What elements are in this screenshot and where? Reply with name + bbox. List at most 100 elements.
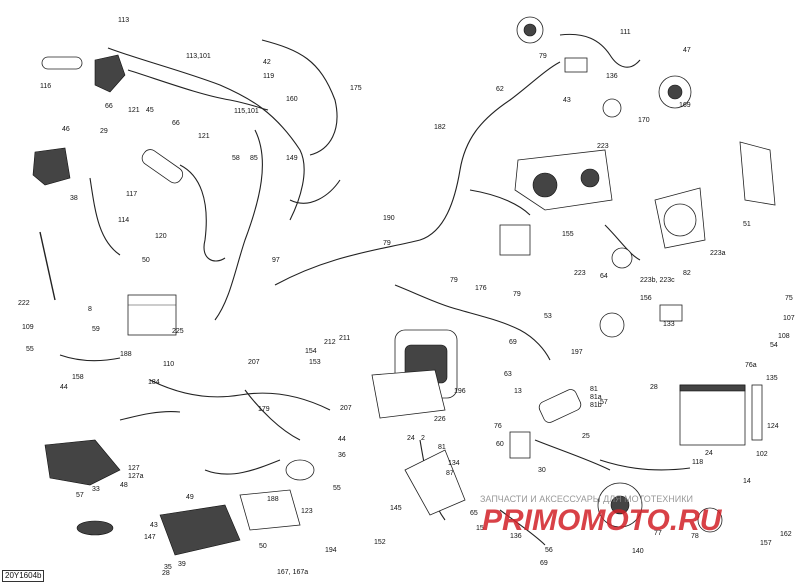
- callout-123: 123: [301, 508, 313, 515]
- callout-158: 158: [72, 374, 84, 381]
- callout-197: 197: [571, 349, 583, 356]
- watermark-logo: PRIMOMOTO.RU: [482, 504, 723, 537]
- callout-81: 81: [590, 386, 598, 393]
- callout-50: 50: [259, 543, 267, 550]
- callout-44: 44: [60, 384, 68, 391]
- sensor-157: [697, 507, 723, 533]
- callout-102: 102: [756, 451, 768, 458]
- headlight-lens: [739, 141, 776, 206]
- callout-136: 136: [606, 73, 618, 80]
- callout-207: 207: [340, 405, 352, 412]
- battery-strap-102: [751, 384, 763, 441]
- callout-51: 51: [743, 221, 751, 228]
- callout-120: 120: [155, 233, 167, 240]
- callout-30: 30: [538, 467, 546, 474]
- callout-35: 35: [164, 564, 172, 571]
- callout-15: 15: [476, 525, 484, 532]
- antenna: [39, 231, 56, 301]
- callout-78: 78: [691, 533, 699, 540]
- callout-222: 222: [18, 300, 30, 307]
- callout-79: 79: [513, 291, 521, 298]
- callout-162: 162: [780, 531, 792, 538]
- tweeter-170: [602, 98, 622, 118]
- callout-121: 121: [128, 107, 140, 114]
- callout-114: 114: [118, 217, 129, 224]
- callout-147: 147: [144, 534, 156, 541]
- callout-127a: 127a: [128, 473, 144, 480]
- callout-167-167a: 167, 167a: [277, 569, 308, 576]
- callout-63: 63: [504, 371, 512, 378]
- callout-207: 207: [248, 359, 260, 366]
- callout-82: 82: [683, 270, 691, 277]
- callout-42: 42: [263, 59, 271, 66]
- callout-60: 60: [496, 441, 504, 448]
- callout-135: 135: [766, 375, 778, 382]
- callout-107: 107: [783, 315, 795, 322]
- callout-188: 188: [267, 496, 279, 503]
- callout-76: 76: [494, 423, 502, 430]
- callout-160: 160: [286, 96, 298, 103]
- module-136: [564, 57, 588, 73]
- callout-85: 85: [250, 155, 258, 162]
- callout-121: 121: [198, 133, 210, 140]
- callout-225: 225: [172, 328, 184, 335]
- callout-179: 179: [258, 406, 270, 413]
- callout-55: 55: [333, 485, 341, 492]
- callout-39: 39: [178, 561, 186, 568]
- left-switch: [32, 147, 71, 186]
- callout-66: 66: [172, 120, 180, 127]
- callout-111: 111: [620, 29, 631, 36]
- callout-79: 79: [383, 240, 391, 247]
- callout-152: 152: [374, 539, 386, 546]
- callout-182: 182: [434, 124, 446, 131]
- callout-108: 108: [778, 333, 790, 340]
- grip-116: [41, 56, 83, 70]
- callout-69: 69: [540, 560, 548, 567]
- callout-188: 188: [120, 351, 132, 358]
- callout-169: 169: [679, 102, 691, 109]
- callout-113-101: 113,101: [186, 53, 211, 60]
- bulb-64: [611, 247, 633, 269]
- callout-127: 127: [128, 465, 140, 472]
- callout-211: 211: [339, 335, 350, 342]
- callout-154: 154: [305, 348, 317, 355]
- callout-56: 56: [545, 547, 553, 554]
- control-module-225: [127, 294, 177, 336]
- callout-223: 223: [574, 270, 586, 277]
- callout-57: 57: [76, 492, 84, 499]
- callout-223a: 223a: [710, 250, 726, 257]
- callout-79: 79: [539, 53, 547, 60]
- callout-45: 45: [146, 107, 154, 114]
- callout-116: 116: [40, 83, 51, 90]
- callout-115-101: 115,101: [234, 108, 259, 115]
- callout-13: 13: [514, 388, 522, 395]
- callout-43: 43: [563, 97, 571, 104]
- headlight-left: [44, 439, 121, 486]
- callout-97: 97: [272, 257, 280, 264]
- callout-77: 77: [654, 530, 662, 537]
- callout-48: 48: [120, 482, 128, 489]
- callout-69: 69: [509, 339, 517, 346]
- callout-124: 124: [767, 423, 779, 430]
- relay-60: [509, 431, 531, 459]
- callout-2: 2: [421, 435, 425, 442]
- callout-136: 136: [510, 533, 522, 540]
- callout-44: 44: [338, 436, 346, 443]
- callout-28: 28: [650, 384, 658, 391]
- battery-76: [679, 384, 746, 446]
- connector-156: [599, 312, 625, 338]
- callout-155: 155: [562, 231, 574, 238]
- callout-212: 212: [324, 339, 336, 346]
- callout-196: 196: [454, 388, 466, 395]
- starter-motor: [538, 389, 582, 423]
- callout-176: 176: [475, 285, 487, 292]
- cluster-gasket-226: [371, 369, 446, 419]
- horn-123: [285, 459, 315, 481]
- callout-36: 36: [338, 452, 346, 459]
- callout-49: 49: [186, 494, 194, 501]
- callout-157: 157: [760, 540, 772, 547]
- callout-33: 33: [92, 486, 100, 493]
- callout-223: 223: [597, 143, 609, 150]
